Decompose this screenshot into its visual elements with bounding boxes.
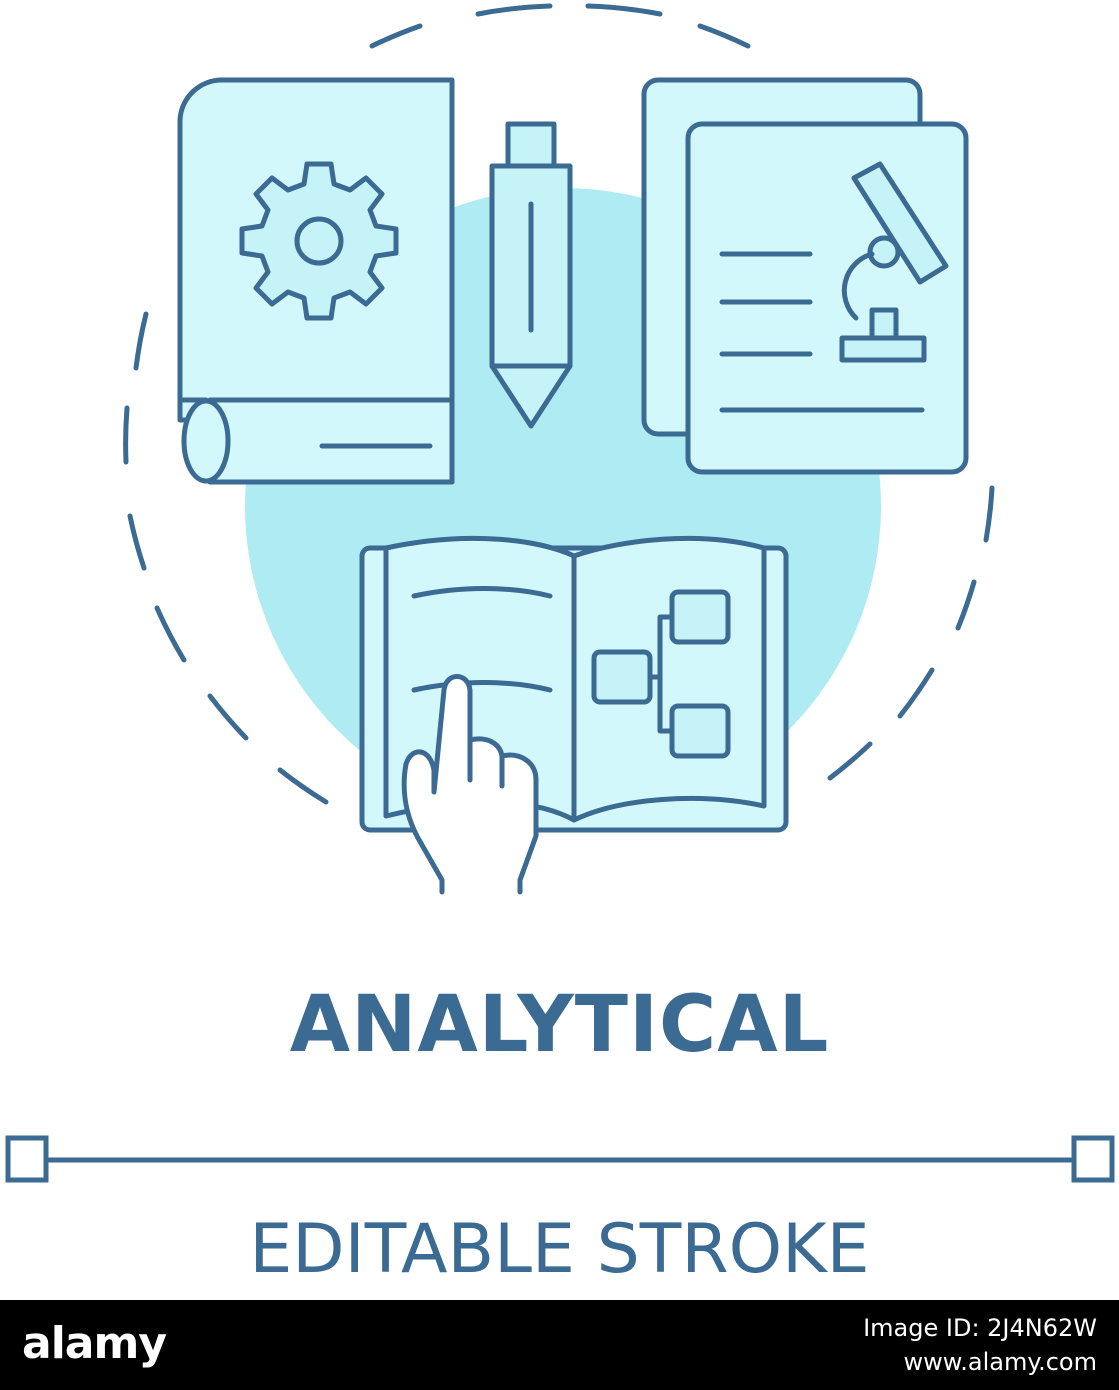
dashed-ring — [123, 3, 995, 805]
pointing-hand-icon — [401, 674, 539, 895]
stroke-handle-right[interactable] — [1071, 1135, 1115, 1183]
watermark-footer: alamy Image ID: 2J4N62W www.alamy.com — [0, 1300, 1119, 1390]
alamy-logo[interactable]: alamy — [22, 1318, 167, 1369]
stroke-guide — [5, 1135, 1115, 1183]
gear-book-icon — [177, 77, 455, 485]
concept-title: ANALYTICAL — [289, 980, 830, 1070]
microscope-document-icon — [641, 77, 969, 475]
analytical-illustration — [5, 3, 1115, 1183]
pencil-icon — [489, 121, 573, 429]
image-id-label: Image ID: 2J4N62W — [863, 1314, 1097, 1342]
stroke-handle-left[interactable] — [5, 1135, 49, 1183]
editable-stroke-label: EDITABLE STROKE — [249, 1210, 870, 1289]
site-url-link[interactable]: www.alamy.com — [903, 1348, 1097, 1376]
